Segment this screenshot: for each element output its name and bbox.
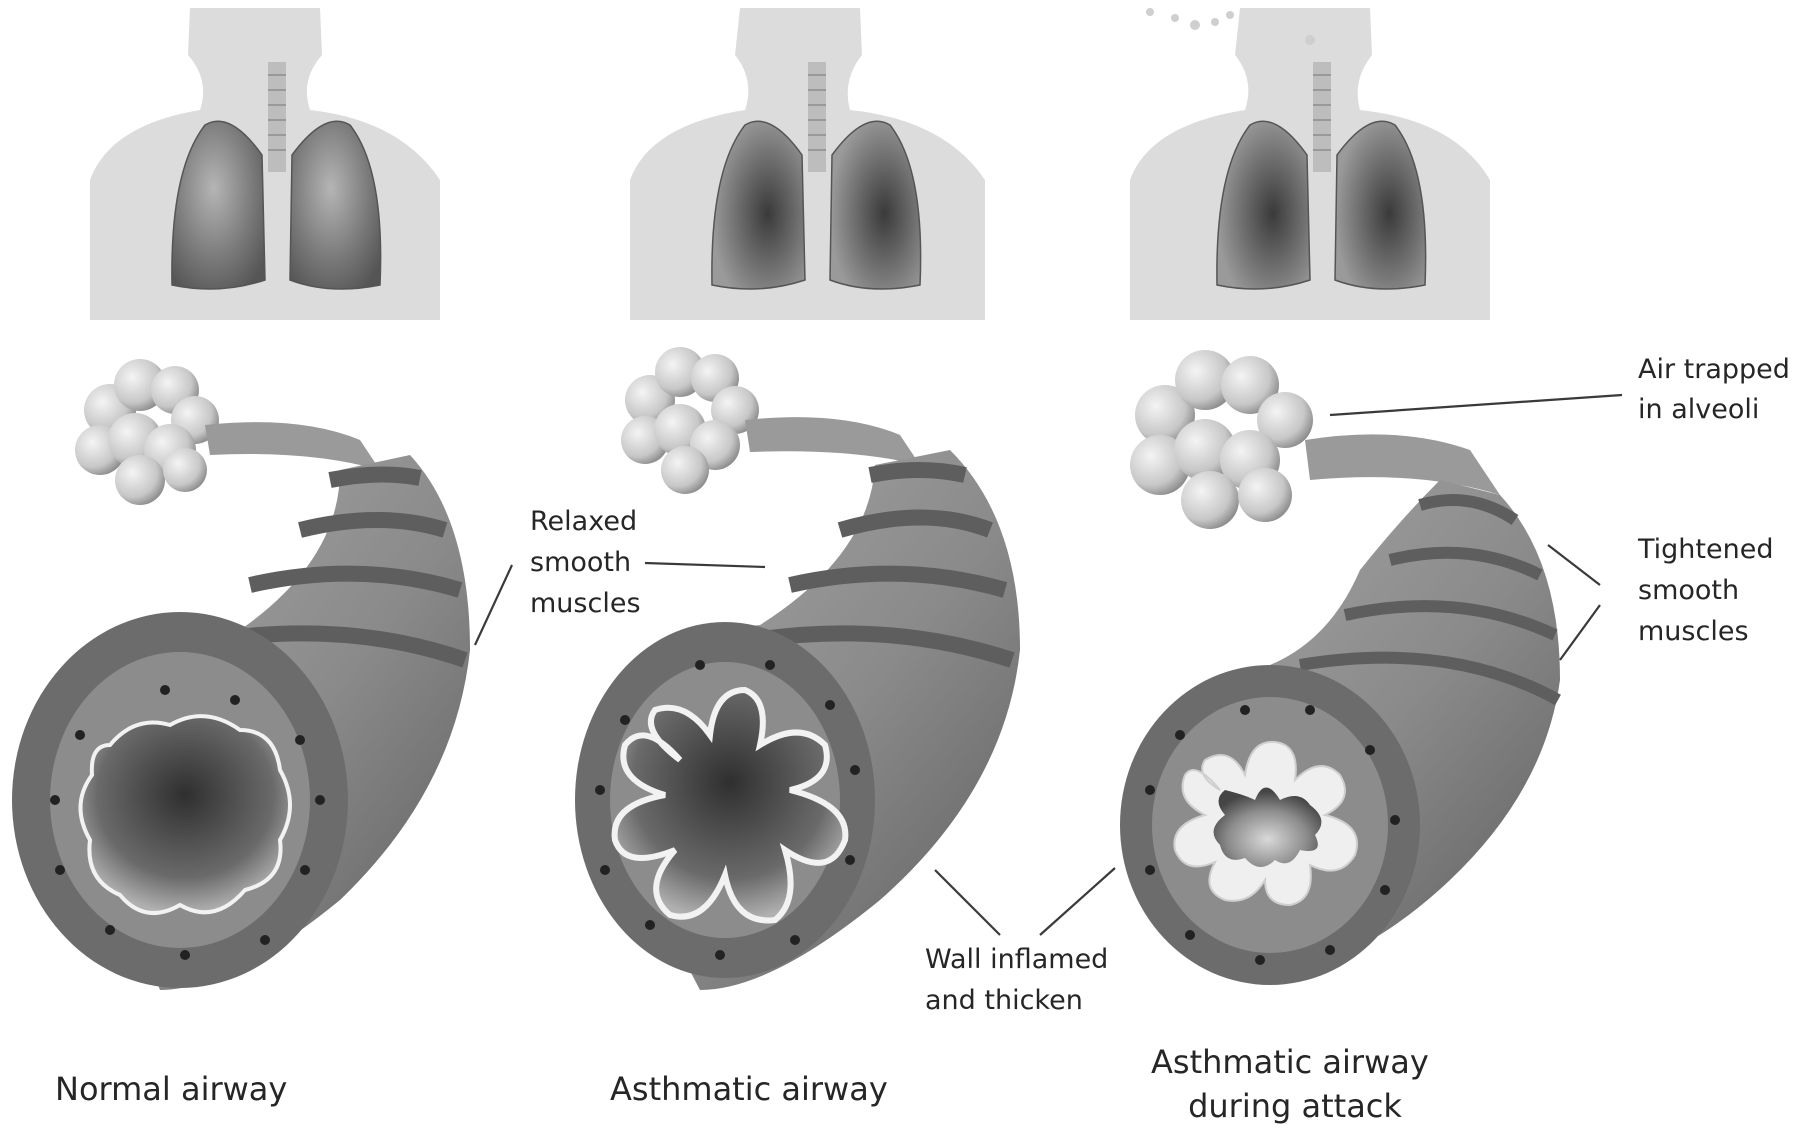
panel-asthmatic (575, 8, 1020, 990)
label-tightened-smooth-muscles: Tightened smooth muscles (1637, 534, 1782, 647)
airway-lumen (80, 716, 290, 913)
panel-attack (1120, 8, 1560, 985)
leader-relaxed-right (645, 563, 765, 567)
leader-tightened-bottom (1560, 605, 1600, 660)
label-wall-inflamed: Wall inflamed and thicken (925, 944, 1117, 1016)
bronchiole (205, 422, 380, 470)
bronchiole (1305, 434, 1500, 495)
trachea (1313, 62, 1331, 172)
caption-normal-airway: Normal airway (55, 1070, 287, 1108)
bronchiole (745, 417, 920, 465)
airway-cross-section (575, 622, 875, 978)
alveoli-cluster (75, 359, 219, 505)
alveoli-cluster (621, 347, 759, 494)
torso-silhouette (630, 8, 985, 320)
leader-wall-right (1040, 868, 1115, 935)
caption-asthmatic-airway: Asthmatic airway (610, 1070, 888, 1108)
airway-cross-section (12, 612, 348, 988)
leader-tightened-top (1548, 545, 1600, 585)
trachea (268, 62, 286, 172)
trachea (808, 62, 826, 172)
label-relaxed-smooth-muscles: Relaxed smooth muscles (530, 506, 646, 619)
panel-normal (12, 8, 470, 990)
label-air-trapped: Air trapped in alveoli (1638, 354, 1799, 425)
leader-air-trapped (1330, 395, 1622, 415)
leader-wall-left (935, 870, 1000, 935)
airway-cross-section (1120, 665, 1420, 985)
alveoli-cluster-enlarged (1130, 350, 1313, 529)
leader-relaxed-left (475, 565, 512, 645)
caption-asthmatic-airway-attack: Asthmatic airway during attack (1151, 1043, 1439, 1125)
